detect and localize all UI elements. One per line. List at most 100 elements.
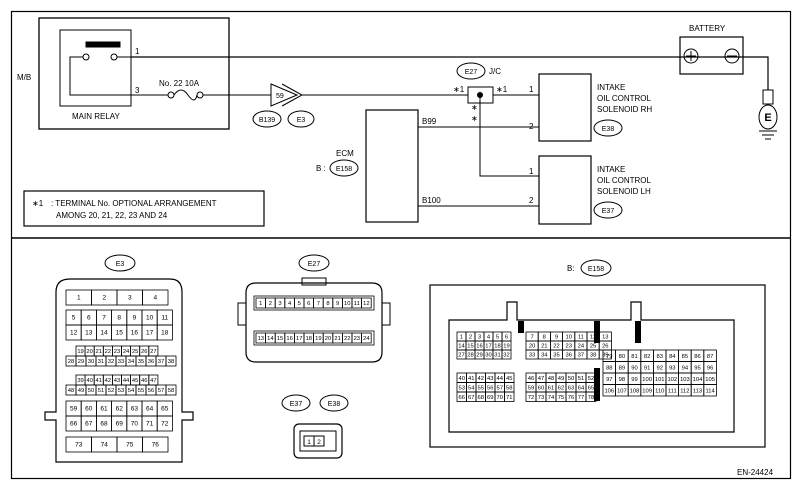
e158-outer [429, 284, 766, 448]
e158-pin-102: 102 [667, 377, 677, 383]
b139-label: B139 [259, 117, 275, 124]
ground-label: E [764, 112, 771, 124]
e3-pin-7: 7 [102, 315, 106, 322]
e3-pin-43: 43 [114, 378, 120, 384]
e158-pin-92: 92 [656, 365, 662, 371]
e158-inner [448, 301, 735, 433]
e27-pin-22: 22 [344, 336, 350, 342]
e3-pin-39: 39 [77, 378, 83, 384]
e158-pin-70: 70 [497, 395, 503, 401]
e158-pin-28: 28 [467, 353, 473, 359]
relay-terminal-3: 3 [135, 86, 140, 95]
e158-pin-88: 88 [606, 365, 612, 371]
e158-pin-74: 74 [548, 395, 555, 401]
jc-star-right: ∗1 [496, 85, 508, 94]
e3-pin-18: 18 [161, 330, 169, 337]
e158-pin-86: 86 [694, 354, 700, 360]
e38-label: E38 [602, 126, 615, 133]
e3-pin-30: 30 [88, 359, 94, 365]
e158-pin-3: 3 [478, 335, 481, 341]
wire-lh-1 [479, 95, 539, 177]
lh-label-1: INTAKE [597, 165, 625, 174]
e27-title-oval [298, 254, 330, 272]
e27-latch-right [381, 302, 391, 326]
e3-pin-59: 59 [70, 406, 78, 413]
e158-pin-40: 40 [459, 376, 465, 382]
e158-pin-45: 45 [506, 376, 512, 382]
e27-row-frame [253, 295, 375, 311]
e158-pin-15: 15 [467, 344, 473, 350]
e158-key-1 [518, 321, 524, 333]
e3-pin-11: 11 [161, 315, 168, 322]
e3-pin-69: 69 [116, 421, 124, 428]
e158-pin-55: 55 [478, 385, 484, 391]
e27-pin-21: 21 [334, 336, 340, 342]
e158-pin-72: 72 [528, 395, 534, 401]
e3-pin-56: 56 [148, 388, 154, 394]
solenoid-lh-box [538, 155, 592, 225]
e3-pin-33: 33 [118, 359, 124, 365]
e3-pin-26: 26 [141, 349, 147, 355]
e27-key [301, 277, 327, 286]
relay-contact-left [82, 53, 90, 61]
e3-pin-58: 58 [168, 388, 174, 394]
e158-key-4 [594, 368, 600, 401]
e158-pin-75: 75 [558, 395, 564, 401]
e158-pin-100: 100 [642, 377, 652, 383]
e3-pin-47: 47 [150, 378, 156, 384]
e27-pin-10: 10 [344, 301, 350, 307]
e37-housing [293, 423, 343, 459]
e158-pin-65: 65 [588, 385, 594, 391]
e3-pin-68: 68 [100, 421, 108, 428]
e158-pin-44: 44 [497, 376, 504, 382]
e158-pin-110: 110 [655, 388, 664, 394]
e3-pin-13: 13 [85, 330, 93, 337]
e158-pin-66: 66 [459, 395, 465, 401]
e27-pin-7: 7 [317, 301, 320, 307]
e3-pin-74: 74 [101, 442, 109, 449]
e158-pin-77: 77 [578, 395, 584, 401]
e158-pin-89: 89 [619, 365, 625, 371]
e158-pin-48: 48 [548, 376, 554, 382]
e158-pin-35: 35 [553, 353, 559, 359]
e3-pin-28: 28 [68, 359, 74, 365]
e27-pin-4: 4 [288, 301, 292, 307]
e3-oval [287, 110, 315, 128]
fuse-end-left [167, 91, 175, 99]
e3-pin-63: 63 [131, 406, 139, 413]
e27-pin-24-cell [361, 332, 372, 344]
e3-pin-42: 42 [105, 378, 111, 384]
e3-pin-27: 27 [150, 349, 156, 355]
e158-pin-19: 19 [503, 344, 509, 350]
e38-oval [593, 119, 623, 137]
e158-pin-83: 83 [656, 354, 662, 360]
e158-pin-76: 76 [568, 395, 574, 401]
relay-contact-bar [85, 41, 121, 48]
e3-pin-21: 21 [96, 349, 102, 355]
e158-pin-13: 13 [602, 335, 608, 341]
e158-pin-7: 7 [530, 335, 533, 341]
note-line-1: : TERMINAL No. OPTIONAL ARRANGEMENT [51, 199, 217, 208]
battery-minus-terminal [724, 48, 740, 64]
rh-pin-2: 2 [529, 122, 534, 131]
e158-pin-43: 43 [487, 376, 493, 382]
e158-pin-25: 25 [590, 344, 596, 350]
e37-label: E37 [602, 208, 615, 215]
e158-pin-39: 39 [602, 353, 608, 359]
e158-pin-71-cell [504, 391, 515, 402]
e158-pin-103: 103 [680, 377, 690, 383]
e158-key-3 [635, 321, 641, 343]
jc-label: J/C [489, 67, 501, 76]
e3-pin-75: 75 [126, 442, 134, 449]
e158-pin-69: 69 [487, 395, 493, 401]
e158-pin-26: 26 [602, 344, 608, 350]
e158-pin-57: 57 [497, 385, 503, 391]
e27-latch-left [237, 302, 247, 326]
mb-label: M/B [17, 73, 31, 82]
b100-label: B100 [422, 196, 441, 205]
e27-pin-13: 13 [258, 336, 264, 342]
e3-title-oval [104, 254, 136, 272]
